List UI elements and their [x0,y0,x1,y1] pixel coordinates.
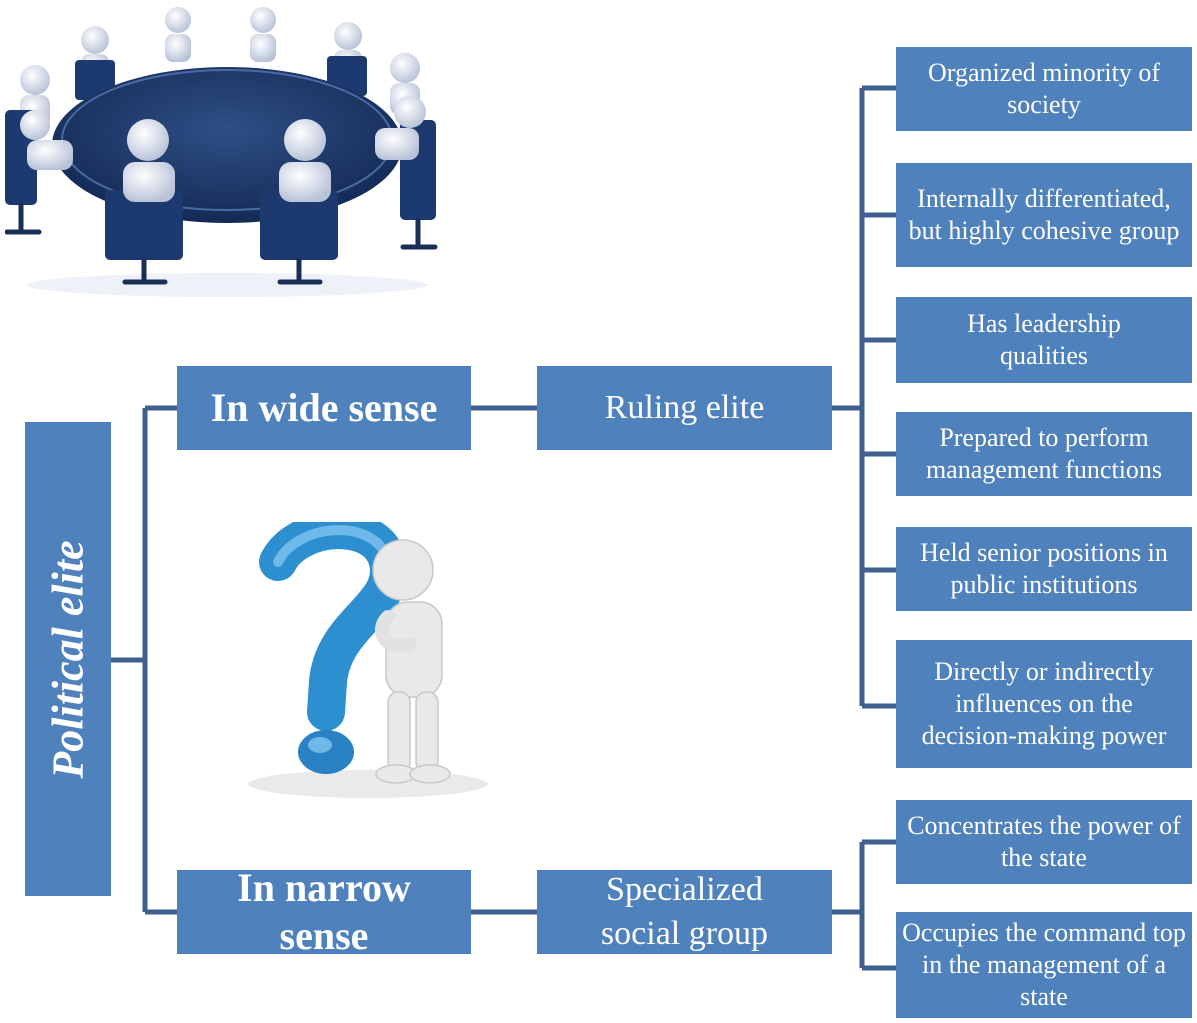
trait-box-management-functions: Prepared to perform management functions [896,412,1192,496]
specialized-group-box: Specialized social group [537,870,832,954]
narrow-sense-label: In narrow sense [237,865,411,958]
trait-box-organized-minority: Organized minority of society [896,47,1192,131]
trait-box-senior-positions: Held senior positions in public institut… [896,527,1192,611]
ruling-elite-label: Ruling elite [604,389,765,426]
political-elite-label: Political elite [43,539,93,779]
trait-box-influences-decisions: Directly or indirectly influences on the… [896,640,1192,768]
trait-label: Concentrates the power of the state [907,811,1181,872]
narrow-sense-box: In narrow sense [177,865,471,958]
trait-label: Directly or indirectly influences on the… [921,657,1167,750]
ruling-elite-box: Ruling elite [537,366,832,450]
trait-label: Internally differentiated, but highly co… [908,184,1180,245]
narrow-traits-bracket [832,839,896,971]
wide-traits-bracket [832,85,896,709]
specialized-group-label: Specialized social group [600,871,769,952]
question-mark-illustration [238,522,494,806]
round-table-illustration [5,7,438,297]
trait-label: Occupies the command top in the manageme… [902,918,1186,1011]
wide-sense-label: In wide sense [210,385,438,430]
trait-box-concentrates-power: Concentrates the power of the state [896,800,1192,884]
root-connector [111,405,177,915]
trait-label: Held senior positions in public institut… [920,538,1168,599]
political-elite-box: Political elite [25,422,111,896]
wide-sense-box: In wide sense [177,366,471,450]
trait-box-command-top: Occupies the command top in the manageme… [896,912,1192,1018]
trait-box-leadership: Has leadership qualities [896,297,1192,383]
trait-label: Prepared to perform management functions [925,423,1163,484]
trait-box-internally-differentiated: Internally differentiated, but highly co… [896,163,1192,267]
trait-label: Has leadership qualities [967,309,1121,370]
trait-label: Organized minority of society [927,58,1161,119]
